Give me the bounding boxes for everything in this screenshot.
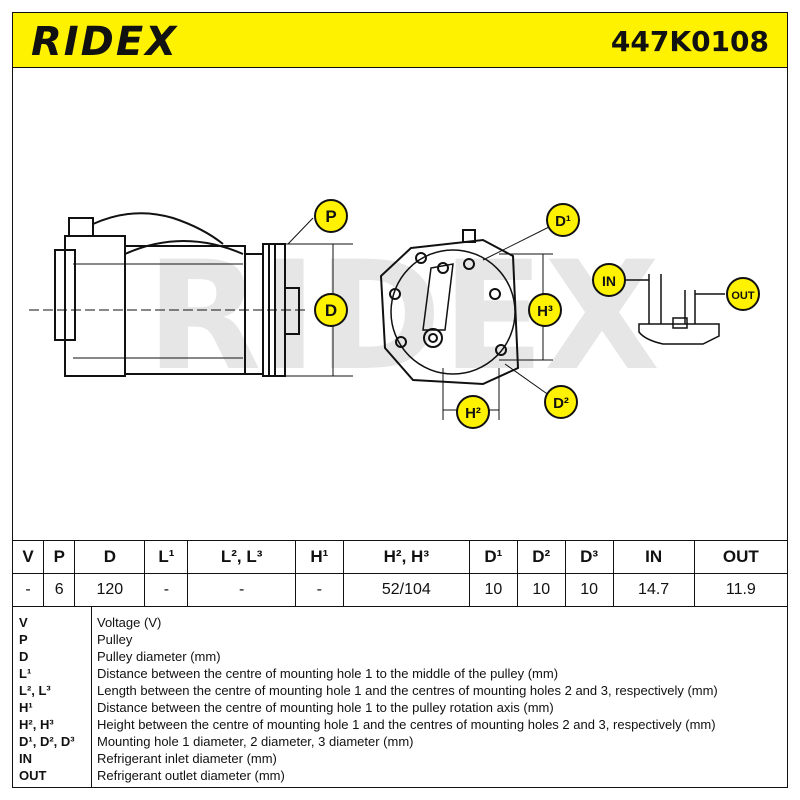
svg-text:D¹: D¹: [555, 213, 571, 230]
legend-desc: Distance between the centre of mounting …: [97, 666, 559, 681]
legend-code: OUT: [19, 768, 47, 783]
legend-box: V Voltage (V) P Pulley D Pulley diameter…: [12, 606, 788, 788]
legend-code: IN: [19, 751, 32, 766]
specs-value-cell: -: [187, 573, 296, 607]
specs-value-cell: 10: [468, 573, 518, 607]
legend-code: D: [19, 649, 29, 664]
specs-header-cell: V: [11, 540, 45, 574]
specs-header-cell: D: [74, 540, 146, 574]
part-number: 447K0108: [610, 25, 769, 58]
technical-drawing: RIDEX: [12, 68, 788, 540]
legend-divider: [91, 606, 92, 787]
specs-value-cell: 6: [43, 573, 76, 607]
legend-code: L¹: [19, 666, 32, 681]
callout-d2: D²: [544, 385, 578, 419]
legend-desc: Pulley: [97, 632, 133, 647]
refrigerant-fitting-view: [623, 274, 725, 345]
svg-text:P: P: [325, 207, 336, 226]
callout-p: P: [314, 199, 348, 233]
specs-header-row: V P D L¹ L², L³ H¹ H², H³ D¹ D² D³ IN OU…: [11, 540, 789, 574]
legend-code: P: [19, 632, 28, 647]
specs-header-cell: D¹: [468, 540, 518, 574]
legend-desc: Voltage (V): [97, 615, 162, 630]
legend-code: H¹: [19, 700, 33, 715]
specs-table: V P D L¹ L², L³ H¹ H², H³ D¹ D² D³ IN OU…: [11, 540, 789, 607]
specs-value-row: - 6 120 - - - 52/104 10 10 10 14.7 11.9: [11, 573, 789, 607]
specs-value-cell: 14.7: [612, 573, 695, 607]
callout-h3: H³: [528, 293, 562, 327]
specs-header-cell: H¹: [294, 540, 344, 574]
legend-desc: Pulley diameter (mm): [97, 649, 221, 664]
specs-value-cell: -: [144, 573, 189, 607]
compressor-side-view: [29, 212, 309, 377]
specs-header-cell: L², L³: [187, 540, 296, 574]
specs-header-cell: OUT: [693, 540, 789, 574]
specs-value-cell: 52/104: [342, 573, 470, 607]
svg-text:D²: D²: [553, 395, 569, 412]
legend-code: H², H³: [19, 717, 54, 732]
legend-code: V: [19, 615, 28, 630]
callout-out: OUT: [726, 277, 760, 311]
specs-header-cell: P: [43, 540, 76, 574]
callout-h2: H²: [456, 395, 490, 429]
header-bar: RIDEX 447K0108: [12, 12, 788, 68]
specs-header-cell: L¹: [144, 540, 189, 574]
legend-desc: Refrigerant outlet diameter (mm): [97, 768, 285, 783]
svg-text:IN: IN: [602, 273, 616, 289]
svg-text:H²: H²: [465, 405, 481, 422]
svg-text:OUT: OUT: [731, 290, 755, 302]
legend-desc: Refrigerant inlet diameter (mm): [97, 751, 277, 766]
svg-text:H³: H³: [537, 303, 553, 320]
legend-desc: Length between the centre of mounting ho…: [97, 683, 718, 698]
brand-logo: RIDEX: [31, 19, 179, 65]
legend-desc: Distance between the centre of mounting …: [97, 700, 554, 715]
specs-value-cell: -: [294, 573, 344, 607]
compressor-drawing: RIDEX: [29, 199, 760, 429]
legend-desc: Mounting hole 1 diameter, 2 diameter, 3 …: [97, 734, 414, 749]
specs-header-cell: H², H³: [342, 540, 470, 574]
specs-value-cell: -: [11, 573, 45, 607]
legend-code: D¹, D², D³: [19, 734, 75, 749]
callout-in: IN: [592, 263, 626, 297]
specs-value-cell: 10: [516, 573, 566, 607]
callout-d1: D¹: [546, 203, 580, 237]
svg-text:D: D: [325, 301, 337, 320]
legend-code: L², L³: [19, 683, 51, 698]
compressor-front-view: [379, 229, 520, 386]
specs-header-cell: D³: [564, 540, 614, 574]
specs-value-cell: 10: [564, 573, 614, 607]
specs-header-cell: D²: [516, 540, 566, 574]
specs-value-cell: 11.9: [693, 573, 789, 607]
specs-header-cell: IN: [612, 540, 695, 574]
callout-d: D: [314, 293, 348, 327]
specs-value-cell: 120: [74, 573, 146, 607]
legend-desc: Height between the centre of mounting ho…: [97, 717, 716, 732]
